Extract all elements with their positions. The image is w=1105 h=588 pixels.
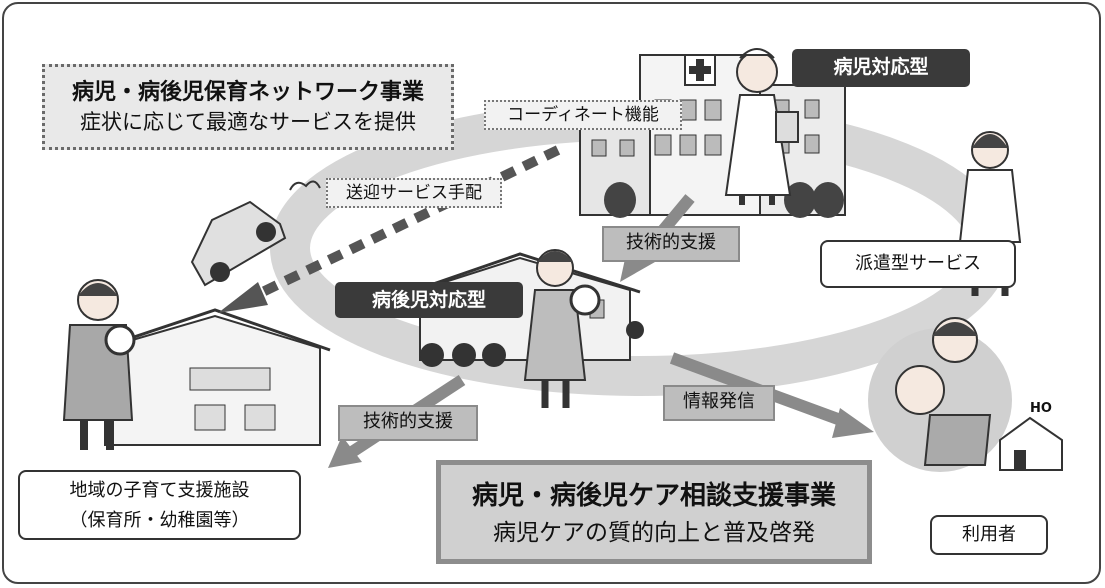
info-dissemination-label: 情報発信: [663, 385, 775, 421]
transport-label: 送迎サービス手配: [326, 178, 502, 208]
tech-support-label-1: 技術的支援: [602, 226, 740, 262]
dispatch-service-label: 派遣型サービス: [820, 240, 1016, 288]
network-project-subtitle: 症状に応じて最適なサービスを提供: [80, 110, 416, 134]
community-facility-label: 地域の子育て支援施設 （保育所・幼稚園等）: [18, 470, 301, 540]
dispatch-caregiver-illustration: [958, 131, 1022, 296]
network-project-box: 病児・病後児保育ネットワーク事業 症状に応じて最適なサービスを提供: [42, 64, 454, 150]
coordinate-arrow: [218, 145, 561, 313]
network-project-title: 病児・病後児保育ネットワーク事業: [71, 80, 424, 105]
community-facility-line2: （保育所・幼稚園等）: [69, 510, 250, 531]
community-house-illustration: [62, 279, 331, 450]
tech-support-label-2: 技術的支援: [338, 405, 478, 441]
consult-project-box: 病児・病後児ケア相談支援事業 病児ケアの質的向上と普及啓発: [436, 460, 872, 564]
coordinate-label: コーディネート機能: [484, 100, 682, 130]
recovery-type-label: 病後児対応型: [335, 282, 523, 318]
community-facility-line1: 地域の子育て支援施設: [69, 480, 250, 501]
nurse-illustration: [724, 48, 799, 205]
center-caregiver-illustration: [523, 249, 601, 408]
house-sign-text: HO: [1030, 401, 1052, 416]
user-family-illustration: [868, 317, 1063, 472]
user-label: 利用者: [930, 515, 1048, 555]
consult-project-subtitle: 病児ケアの質的向上と普及啓発: [493, 520, 815, 546]
hospital-type-label: 病児対応型: [792, 49, 970, 87]
consult-project-title: 病児・病後児ケア相談支援事業: [471, 481, 836, 511]
taxi-illustration: [190, 180, 321, 287]
